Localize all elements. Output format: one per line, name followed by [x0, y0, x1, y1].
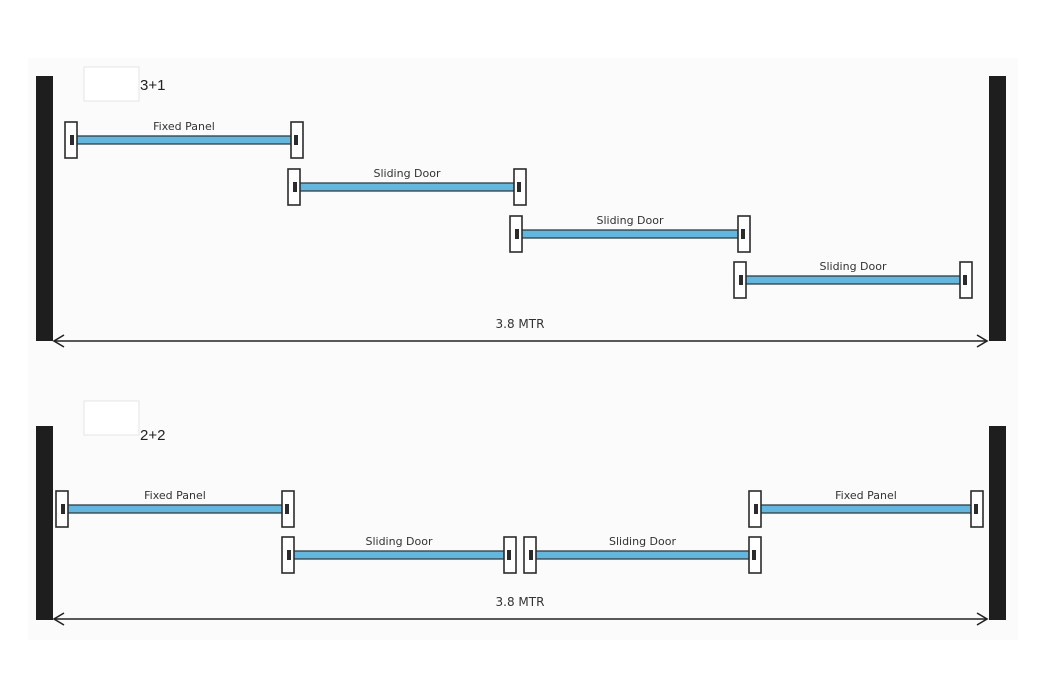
glass-pane	[287, 550, 511, 560]
sliding-door: Sliding Door	[509, 214, 751, 253]
panel-label: Sliding Door	[819, 260, 887, 273]
panel-frame-stub	[741, 229, 745, 239]
glass-pane	[293, 182, 521, 192]
panel-frame-stub	[70, 135, 74, 145]
panel-frame-stub	[963, 275, 967, 285]
panel-label: Fixed Panel	[153, 120, 215, 133]
panel-frame-stub	[507, 550, 511, 560]
panel-frame-stub	[515, 229, 519, 239]
fixed-panel: Fixed Panel	[55, 489, 295, 528]
diagram-backdrop	[28, 58, 1018, 640]
panel-label: Sliding Door	[596, 214, 664, 227]
config-label: 2+2	[140, 427, 165, 444]
panel-frame-stub	[285, 504, 289, 514]
panel-frame-stub	[293, 182, 297, 192]
sliding-door: Sliding Door	[733, 260, 973, 299]
sliding-door: Sliding Door	[523, 535, 762, 574]
left-wall	[36, 426, 53, 620]
dimension-line: 3.8 MTR	[52, 317, 989, 348]
dimension-arrow-right	[976, 612, 989, 626]
right-wall	[989, 76, 1006, 341]
dimension-label: 3.8 MTR	[496, 595, 545, 609]
left-wall	[36, 76, 53, 341]
glass-pane	[739, 275, 967, 285]
glass-pane	[529, 550, 756, 560]
sliding-door: Sliding Door	[287, 167, 527, 206]
config-label-box	[83, 400, 140, 436]
dimension-arrow-left	[52, 334, 65, 348]
panel-label: Sliding Door	[373, 167, 441, 180]
panel-label: Sliding Door	[609, 535, 677, 548]
panel-frame-stub	[294, 135, 298, 145]
sliding-door: Sliding Door	[281, 535, 517, 574]
panel-frame-stub	[529, 550, 533, 560]
glass-pane	[61, 504, 289, 514]
panel-label: Fixed Panel	[835, 489, 897, 502]
glass-pane	[70, 135, 298, 145]
dimension-label: 3.8 MTR	[496, 317, 545, 331]
panel-frame-stub	[739, 275, 743, 285]
glass-pane	[754, 504, 978, 514]
fixed-panel: Fixed Panel	[748, 489, 984, 528]
panel-frame-stub	[61, 504, 65, 514]
glass-pane	[515, 229, 745, 239]
config-label-box	[83, 66, 140, 102]
fixed-panel: Fixed Panel	[64, 120, 304, 159]
panel-frame-stub	[287, 550, 291, 560]
panel-label: Sliding Door	[365, 535, 433, 548]
right-wall	[989, 426, 1006, 620]
dimension-arrow-right	[976, 334, 989, 348]
panel-label: Fixed Panel	[144, 489, 206, 502]
config-label: 3+1	[140, 77, 165, 94]
dimension-arrow-left	[52, 612, 65, 626]
panel-frame-stub	[517, 182, 521, 192]
panel-frame-stub	[974, 504, 978, 514]
dimension-line: 3.8 MTR	[52, 595, 989, 626]
panel-frame-stub	[754, 504, 758, 514]
panel-frame-stub	[752, 550, 756, 560]
